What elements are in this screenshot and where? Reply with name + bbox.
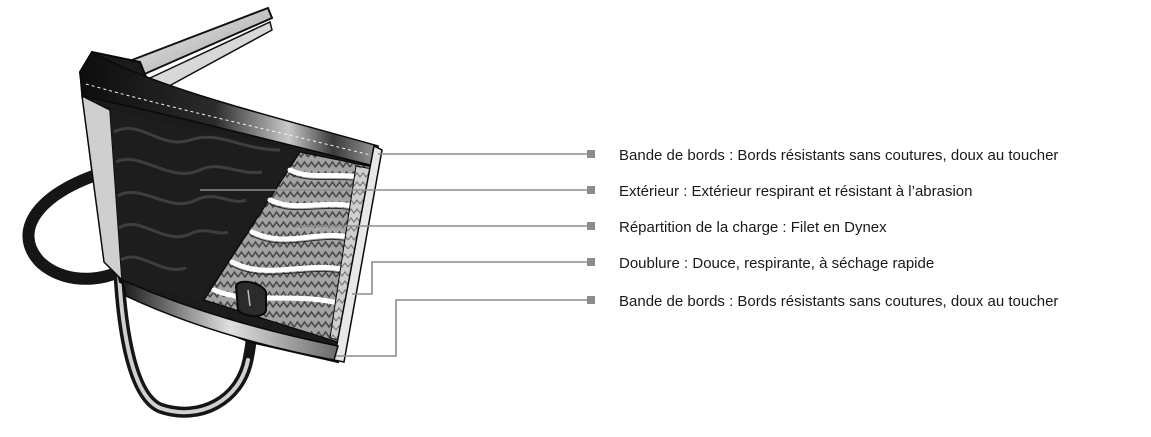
marker-3 — [587, 222, 595, 230]
edge-band-bottom — [120, 278, 339, 361]
leader-line-lining — [352, 261, 588, 295]
left-strap-loop — [22, 164, 138, 285]
callout-edge-band-top: Bande de bords : Bords résistants sans c… — [619, 147, 1058, 164]
marker-1 — [587, 150, 595, 158]
outer-fabric-waves — [113, 126, 281, 271]
callout-load-distribution: Répartition de la charge : Filet en Dyne… — [619, 219, 887, 236]
marker-2 — [587, 186, 595, 194]
leader-markers — [587, 150, 595, 304]
leader-line-edge-band-bottom — [336, 299, 588, 357]
callout-exterior: Extérieur : Extérieur respirant et résis… — [619, 183, 973, 200]
buckle-tab — [234, 280, 267, 317]
outer-fabric — [110, 110, 300, 300]
callout-edge-band-bottom: Bande de bords : Bords résistants sans c… — [619, 293, 1058, 310]
marker-4 — [587, 258, 595, 266]
edge-band-right — [333, 144, 383, 363]
callout-lining: Doublure : Douce, respirante, à séchage … — [619, 255, 934, 272]
marker-5 — [587, 296, 595, 304]
leader-lines — [200, 153, 588, 357]
